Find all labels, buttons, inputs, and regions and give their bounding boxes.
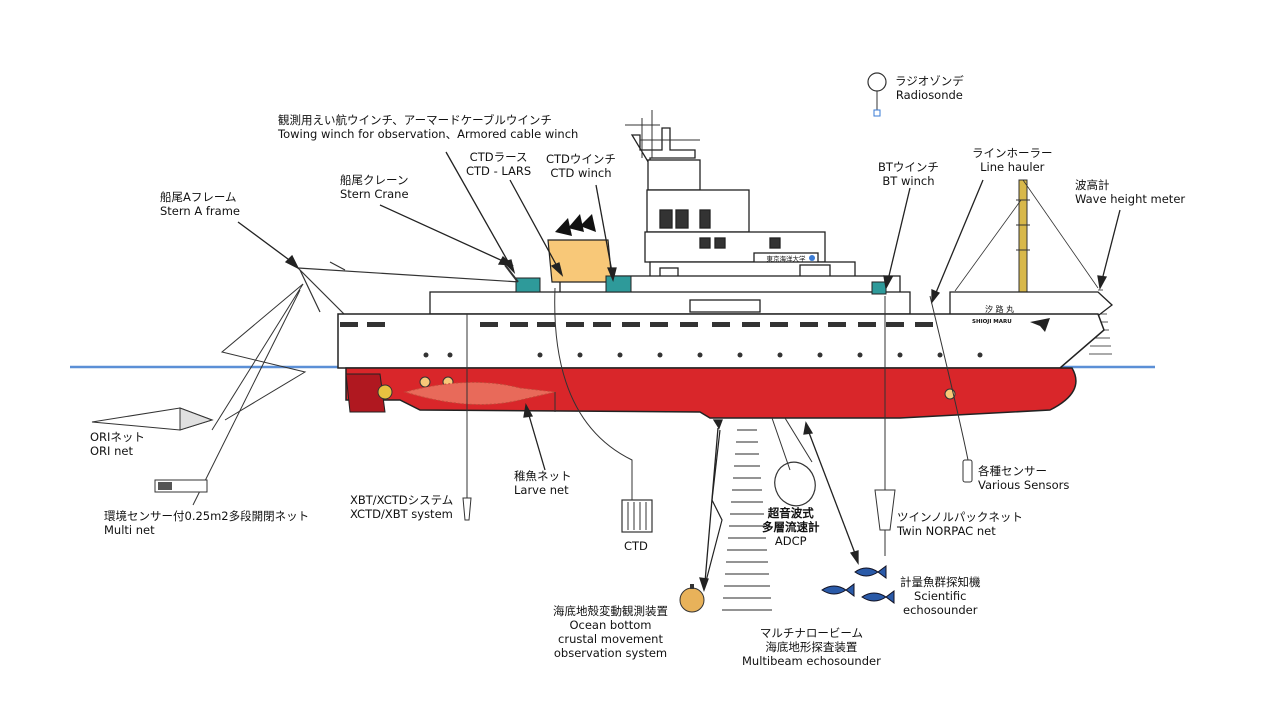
hull-topsides <box>337 313 1105 369</box>
adcp-beam <box>774 461 816 507</box>
larve-net-shape <box>403 381 556 405</box>
ctd-winch <box>605 275 632 293</box>
towing-winch <box>515 277 541 293</box>
bridge-plate: 東京海洋大学 <box>767 254 807 263</box>
fish-school <box>821 565 895 604</box>
ship-name-ja: 汐 路 丸 <box>985 304 1014 314</box>
ctd-rosette <box>621 499 653 533</box>
foremast <box>1018 179 1028 293</box>
ocean-bottom-buoy <box>679 587 705 613</box>
label-ctd: CTD <box>624 539 648 553</box>
propeller <box>377 384 393 400</box>
ctd-lars <box>547 239 613 283</box>
radiosonde-balloon <box>867 72 887 92</box>
superstructure <box>429 127 1114 319</box>
bt-winch <box>871 281 887 295</box>
ship-name: SHIOJI MARU <box>972 319 1012 325</box>
multibeam-beam <box>722 429 772 611</box>
hull-underwater <box>345 367 1077 419</box>
norpac-net <box>874 489 896 531</box>
